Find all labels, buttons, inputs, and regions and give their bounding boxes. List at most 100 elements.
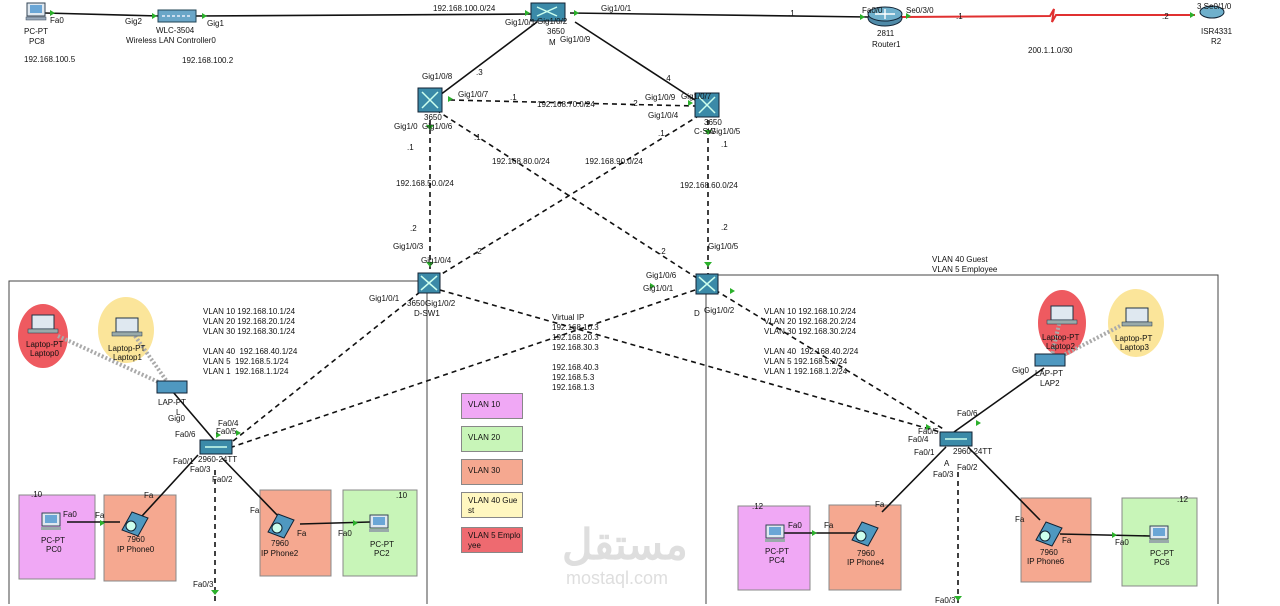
left-vlan-table: VLAN 10 192.168.10.1/24 VLAN 20 192.168.… <box>203 307 298 376</box>
msw-port-2: Gig1/0/2 <box>537 17 568 26</box>
pc8-type: PC-PT <box>24 27 48 36</box>
vlan30-area-phone4 <box>828 504 902 591</box>
asw2-icon[interactable] <box>939 431 973 447</box>
dsw1-port-3: Gig1/0/3 <box>393 242 424 251</box>
ip-phone4-icon[interactable] <box>851 521 879 547</box>
asw1-port-6: Fa0/6 <box>175 430 196 439</box>
laptop2-type: Laptop-PT <box>1042 333 1080 342</box>
msw-name: M <box>549 38 556 47</box>
ip-80-dot2: .2 <box>659 247 666 256</box>
phone6-name: IP Phone6 <box>1027 557 1065 566</box>
msw-uplink-ip: .1 <box>788 9 795 18</box>
asw2-model: 2960-24TT <box>953 447 993 456</box>
pc2-icon[interactable] <box>369 514 389 532</box>
dsw2-port-5: Gig1/0/5 <box>708 242 739 251</box>
pc0-icon[interactable] <box>41 512 61 530</box>
r2-icon[interactable] <box>1199 5 1225 19</box>
vlan30-area-phone0 <box>103 494 177 582</box>
dsw1-port-1: Gig1/0/1 <box>369 294 400 303</box>
dsw2-port-1: Gig1/0/1 <box>643 284 674 293</box>
phone0-model: 7960 <box>127 535 145 544</box>
wan-ip-1: .1 <box>956 12 963 21</box>
pc2-name: PC2 <box>374 549 390 558</box>
legend-vlan30: VLAN 30 <box>461 459 523 485</box>
laptop3-icon[interactable] <box>1121 307 1153 327</box>
net-90: 192.168.90.0/24 <box>585 157 643 166</box>
net-80: 192.168.80.0/24 <box>492 157 550 166</box>
ip-dot3: .3 <box>476 68 483 77</box>
phone2-name: IP Phone2 <box>261 549 299 558</box>
pc8-icon[interactable] <box>25 2 47 21</box>
pc8-port: Fa0 <box>50 16 64 25</box>
pc2-host: .10 <box>396 491 408 500</box>
legend-vlan20: VLAN 20 <box>461 426 523 452</box>
dsw2-icon[interactable] <box>695 273 719 295</box>
virtual-ip-table: Virtual IP 192.168.10.3 192.168.20.3 192… <box>552 313 599 392</box>
multilayer-switch-m-icon[interactable] <box>530 2 566 22</box>
ip-dot4: .4 <box>664 74 671 83</box>
pc4-icon[interactable] <box>765 524 785 542</box>
phone0-port-fa: Fa <box>144 491 154 500</box>
lap2-icon[interactable] <box>1034 353 1066 367</box>
net-70: 192.168.70.0/24 <box>537 100 595 109</box>
laptop2-icon[interactable] <box>1046 305 1078 325</box>
msw-port-1: Gig1/0/1 <box>505 18 536 27</box>
phone6-port-pc: Fa <box>1062 536 1072 545</box>
pc4-port: Fa0 <box>788 521 802 530</box>
lap2-port: Gig0 <box>1012 366 1029 375</box>
dsw1-port-4: Gig1/0/4 <box>421 256 452 265</box>
csw-left-model: 3650 <box>424 113 442 122</box>
lap2-name: LAP2 <box>1040 379 1060 388</box>
pc4-host: .12 <box>752 502 764 511</box>
lap2-type: LAP-PT <box>1035 369 1064 378</box>
phone2-port-fa: Fa <box>250 506 260 515</box>
phone2-port-pc: Fa <box>297 529 307 538</box>
laptop1-name: Laptop1 <box>113 353 142 362</box>
ip-phone2-icon[interactable] <box>267 513 295 539</box>
r2-model: ISR4331 <box>1201 27 1233 36</box>
laptop2-name: Laptop2 <box>1046 342 1075 351</box>
ip-phone6-icon[interactable] <box>1035 521 1063 547</box>
csw-right-port-9: Gig1/0/9 <box>645 93 676 102</box>
right-vlan-table: VLAN 10 192.168.10.2/24 VLAN 20 192.168.… <box>764 307 859 376</box>
asw2-down-port: Fa0/3 <box>935 596 956 605</box>
csw-right-port-4: Gig1/0/4 <box>648 111 679 120</box>
msw-port-8: Gig1/0/8 <box>422 72 453 81</box>
guest-note: VLAN 40 Guest VLAN 5 Employee <box>932 255 998 274</box>
dsw1-icon[interactable] <box>417 272 441 294</box>
ip-50-dot2: .2 <box>410 224 417 233</box>
right-site-frame <box>705 274 1219 604</box>
lap1-port: Gig0 <box>168 414 185 423</box>
dsw1-port-2: Gig1/0/2 <box>425 299 456 308</box>
csw-right-port-5: Gig1/0/5 <box>710 127 741 136</box>
switch-csw-left-icon[interactable] <box>417 87 443 113</box>
dsw2-name: D <box>694 309 700 318</box>
ip-60-dot1: .1 <box>721 140 728 149</box>
phone2-model: 7960 <box>271 539 289 548</box>
router1-port-fa: Fa0/0 <box>862 6 883 15</box>
asw1-down-port: Fa0/3 <box>193 580 214 589</box>
vlan20-area-pc2 <box>342 489 418 577</box>
csw-left-port-6: Gig1/0/6 <box>422 122 453 131</box>
pc6-icon[interactable] <box>1149 525 1169 543</box>
ip-90-dot1: .1 <box>658 129 665 138</box>
pc8-name: PC8 <box>29 37 45 46</box>
ip-phone0-icon[interactable] <box>121 511 149 537</box>
wlc-icon[interactable] <box>157 9 197 23</box>
laptop1-icon[interactable] <box>111 317 143 337</box>
legend-vlan40: VLAN 40 Gue st <box>461 492 523 518</box>
dsw2-port-2: Gig1/0/2 <box>704 306 735 315</box>
csw-right-name: C-SW <box>694 127 716 136</box>
lap1-icon[interactable] <box>156 380 188 394</box>
asw1-port-3: Fa0/3 <box>190 465 211 474</box>
laptop1-type: Laptop-PT <box>108 344 146 353</box>
router1-icon[interactable] <box>867 6 903 27</box>
pc0-host: .10 <box>31 490 43 499</box>
switch-csw-right-icon[interactable] <box>694 92 720 118</box>
asw1-icon[interactable] <box>199 439 233 455</box>
laptop0-icon[interactable] <box>27 314 59 334</box>
phone6-port-fa: Fa <box>1015 515 1025 524</box>
legend-vlan10: VLAN 10 <box>461 393 523 419</box>
csw-right-model: 3650 <box>704 118 722 127</box>
